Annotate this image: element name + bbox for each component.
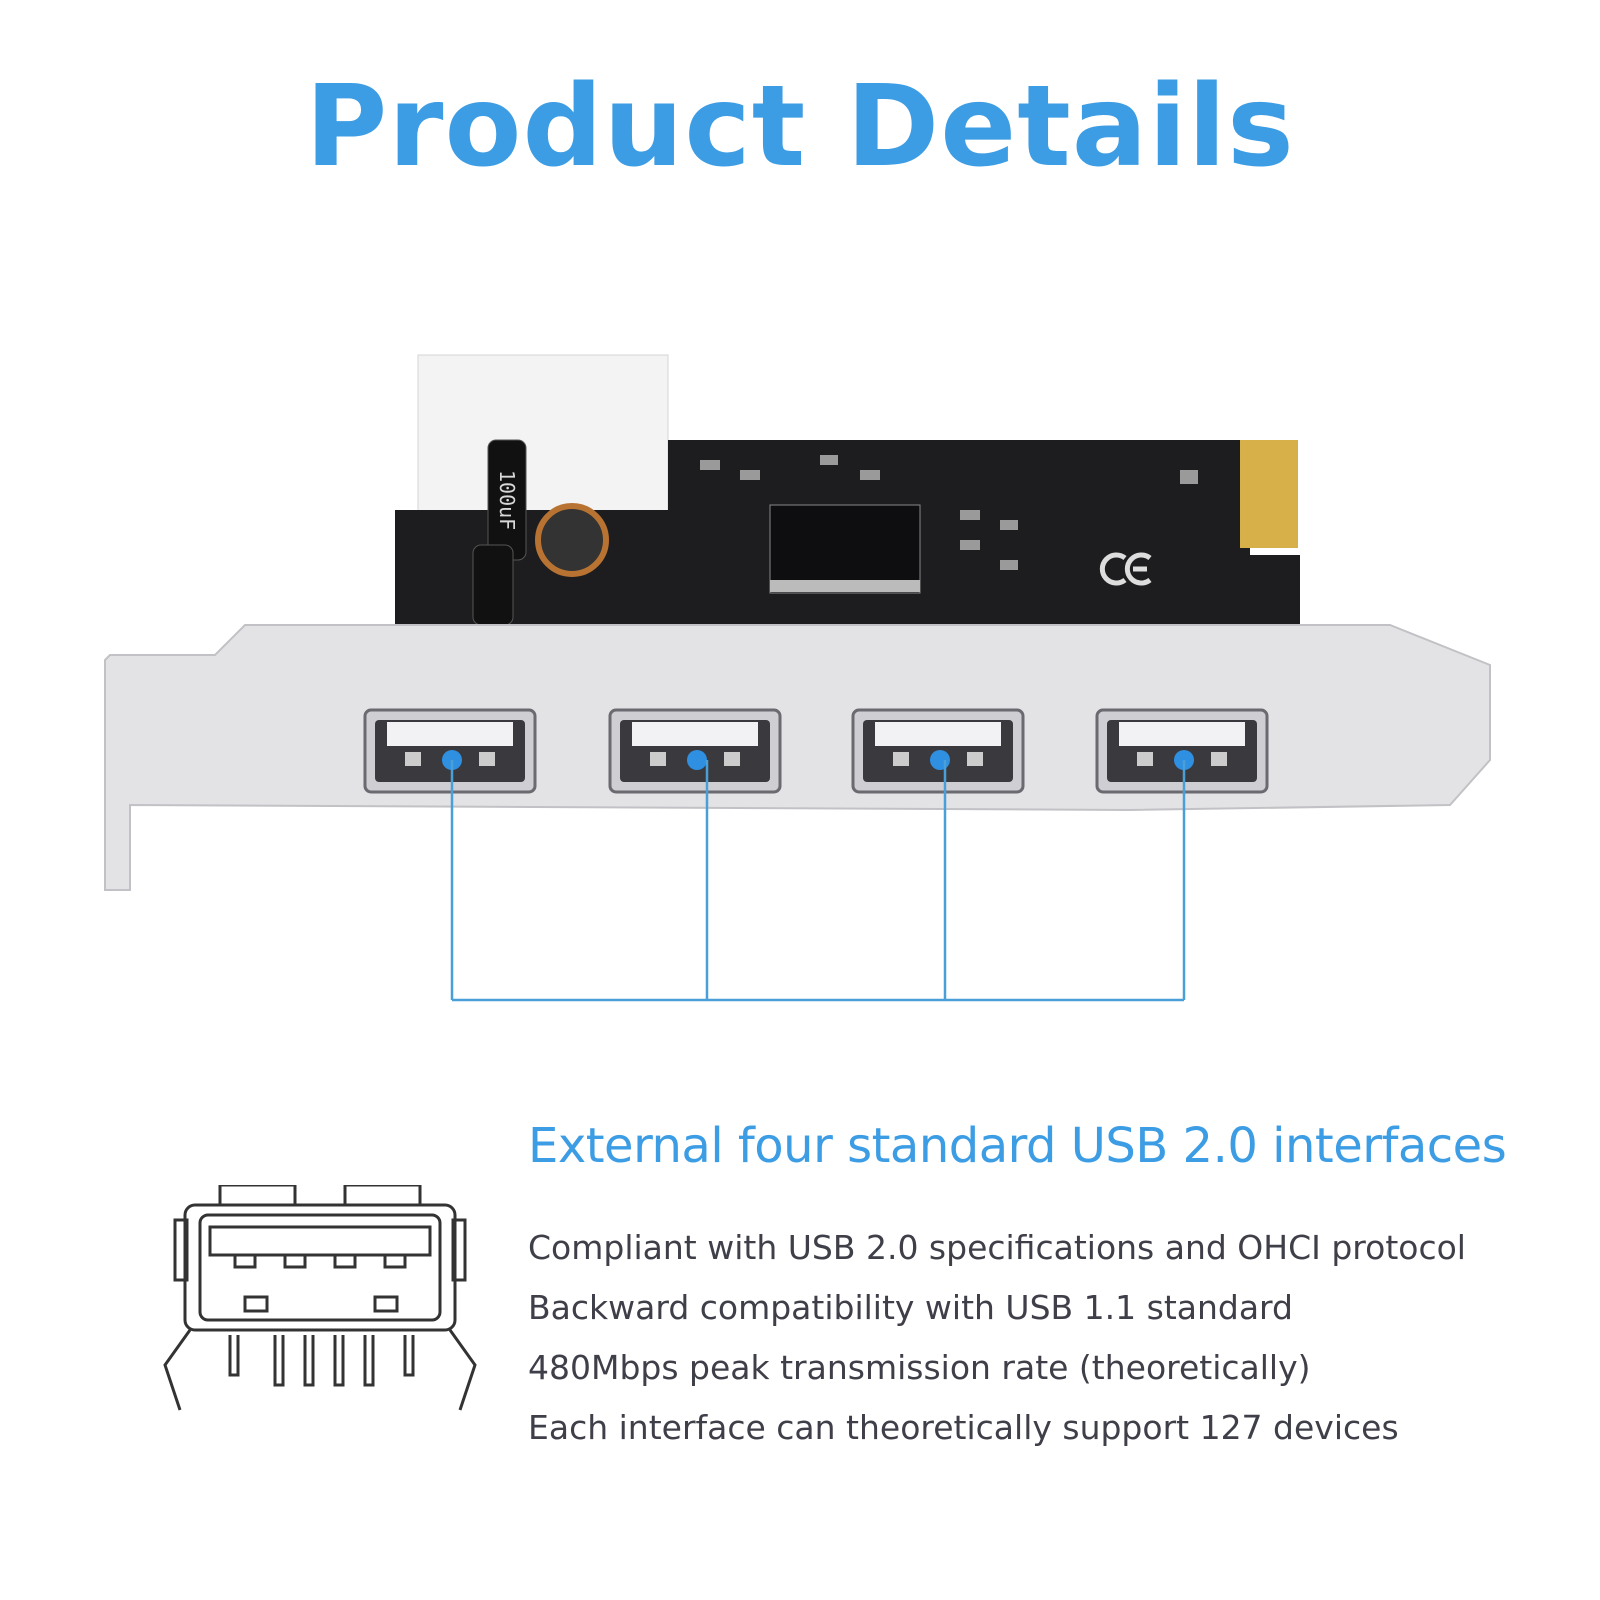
feature-bullet: Compliant with USB 2.0 specifications an… [528, 1228, 1466, 1267]
usb-port [851, 708, 1025, 794]
usb-port [1095, 708, 1269, 794]
usb-pcie-card-image: 100uF [104, 354, 1491, 1002]
controller-chip [769, 504, 921, 594]
gold-contacts [1240, 440, 1298, 548]
port-marker-dot [930, 750, 950, 770]
page-title: Product Details [305, 62, 1295, 192]
port-marker-dot [687, 750, 707, 770]
usb-port [608, 708, 782, 794]
port-leader-lines [450, 760, 1186, 1002]
capacitor [472, 544, 514, 626]
capacitor-label: 100uF [495, 470, 519, 530]
metal-bracket [104, 624, 1491, 891]
power-connector [417, 354, 669, 516]
ce-mark-icon [1099, 552, 1152, 586]
feature-heading: External four standard USB 2.0 interface… [528, 1118, 1507, 1174]
inductor [535, 503, 609, 577]
usb-port-diagram-icon [163, 1185, 477, 1411]
feature-bullet: Backward compatibility with USB 1.1 stan… [528, 1288, 1293, 1327]
feature-bullet: 480Mbps peak transmission rate (theoreti… [528, 1348, 1311, 1387]
usb-port [363, 708, 537, 794]
feature-bullet: Each interface can theoretically support… [528, 1408, 1399, 1447]
